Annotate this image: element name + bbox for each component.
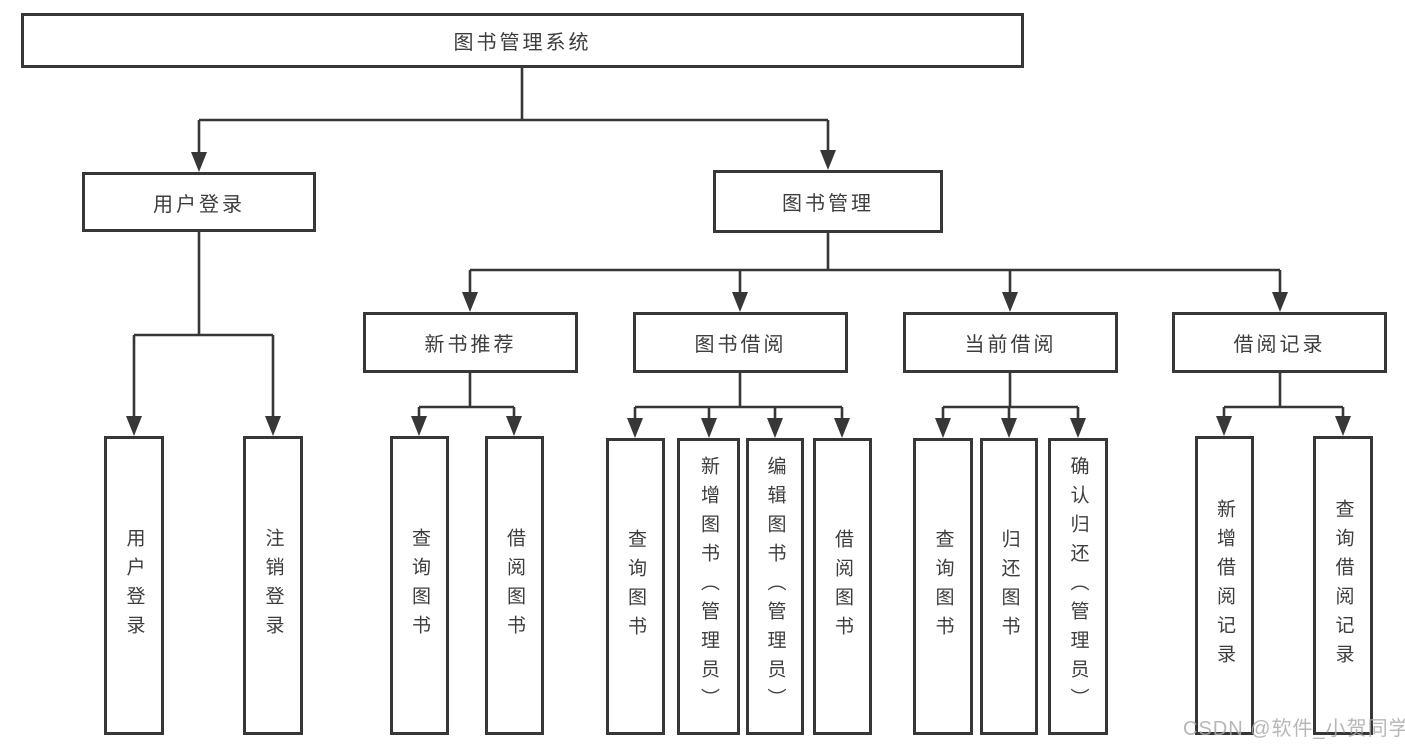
- leaf-nb-borrow-book-label: 借阅图书: [504, 527, 525, 644]
- leaf-user-login-label: 用户登录: [123, 527, 145, 644]
- node-current-borrow: 当前借阅: [903, 312, 1118, 373]
- leaf-cb-query-book-label: 查询图书: [932, 528, 954, 645]
- node-borrow-records-label: 借阅记录: [1233, 334, 1326, 356]
- leaf-cb-confirm-return-label: 确认归还（管理员）: [1067, 456, 1089, 717]
- leaf-bb-query-book: 查询图书: [606, 438, 665, 735]
- node-book-management: 图书管理: [713, 170, 943, 233]
- node-root-label: 图书管理系统: [453, 32, 592, 54]
- leaf-bb-add-book: 新增图书（管理员）: [677, 438, 740, 735]
- leaf-nb-query-book-label: 查询图书: [409, 527, 430, 644]
- leaf-cb-return-book: 归还图书: [980, 438, 1038, 735]
- node-book-borrow-label: 图书借阅: [694, 334, 787, 356]
- leaf-bb-edit-book: 编辑图书（管理员）: [746, 438, 804, 735]
- leaf-bb-edit-book-label: 编辑图书（管理员）: [764, 456, 786, 717]
- leaf-br-query-record-label: 查询借阅记录: [1332, 498, 1354, 673]
- leaf-cb-query-book: 查询图书: [913, 438, 973, 735]
- node-new-book-recommend-label: 新书推荐: [424, 334, 517, 356]
- node-root: 图书管理系统: [21, 13, 1024, 68]
- node-borrow-records: 借阅记录: [1172, 312, 1387, 373]
- leaf-user-login: 用户登录: [104, 436, 164, 735]
- leaf-logout-login: 注销登录: [243, 436, 303, 735]
- leaf-br-add-record: 新增借阅记录: [1195, 436, 1254, 735]
- leaf-nb-borrow-book: 借阅图书: [485, 436, 544, 735]
- leaf-cb-return-book-label: 归还图书: [998, 528, 1020, 645]
- leaf-bb-borrow-book-label: 借阅图书: [832, 528, 853, 645]
- leaf-nb-query-book: 查询图书: [390, 436, 449, 735]
- leaf-bb-borrow-book: 借阅图书: [813, 438, 872, 735]
- node-user-login-label: 用户登录: [153, 193, 245, 216]
- leaf-br-query-record: 查询借阅记录: [1313, 436, 1373, 735]
- leaf-cb-confirm-return: 确认归还（管理员）: [1048, 438, 1108, 735]
- leaf-br-add-record-label: 新增借阅记录: [1214, 498, 1235, 673]
- csdn-watermark: CSDN @软件_小贺同学: [1183, 718, 1405, 740]
- leaf-logout-login-label: 注销登录: [262, 527, 284, 644]
- node-new-book-recommend: 新书推荐: [363, 312, 578, 373]
- leaf-bb-add-book-label: 新增图书（管理员）: [698, 456, 719, 717]
- node-user-login: 用户登录: [82, 172, 316, 232]
- node-book-management-label: 图书管理: [782, 193, 874, 215]
- leaf-bb-query-book-label: 查询图书: [625, 528, 646, 645]
- node-current-borrow-label: 当前借阅: [964, 334, 1057, 356]
- node-book-borrow: 图书借阅: [633, 312, 848, 373]
